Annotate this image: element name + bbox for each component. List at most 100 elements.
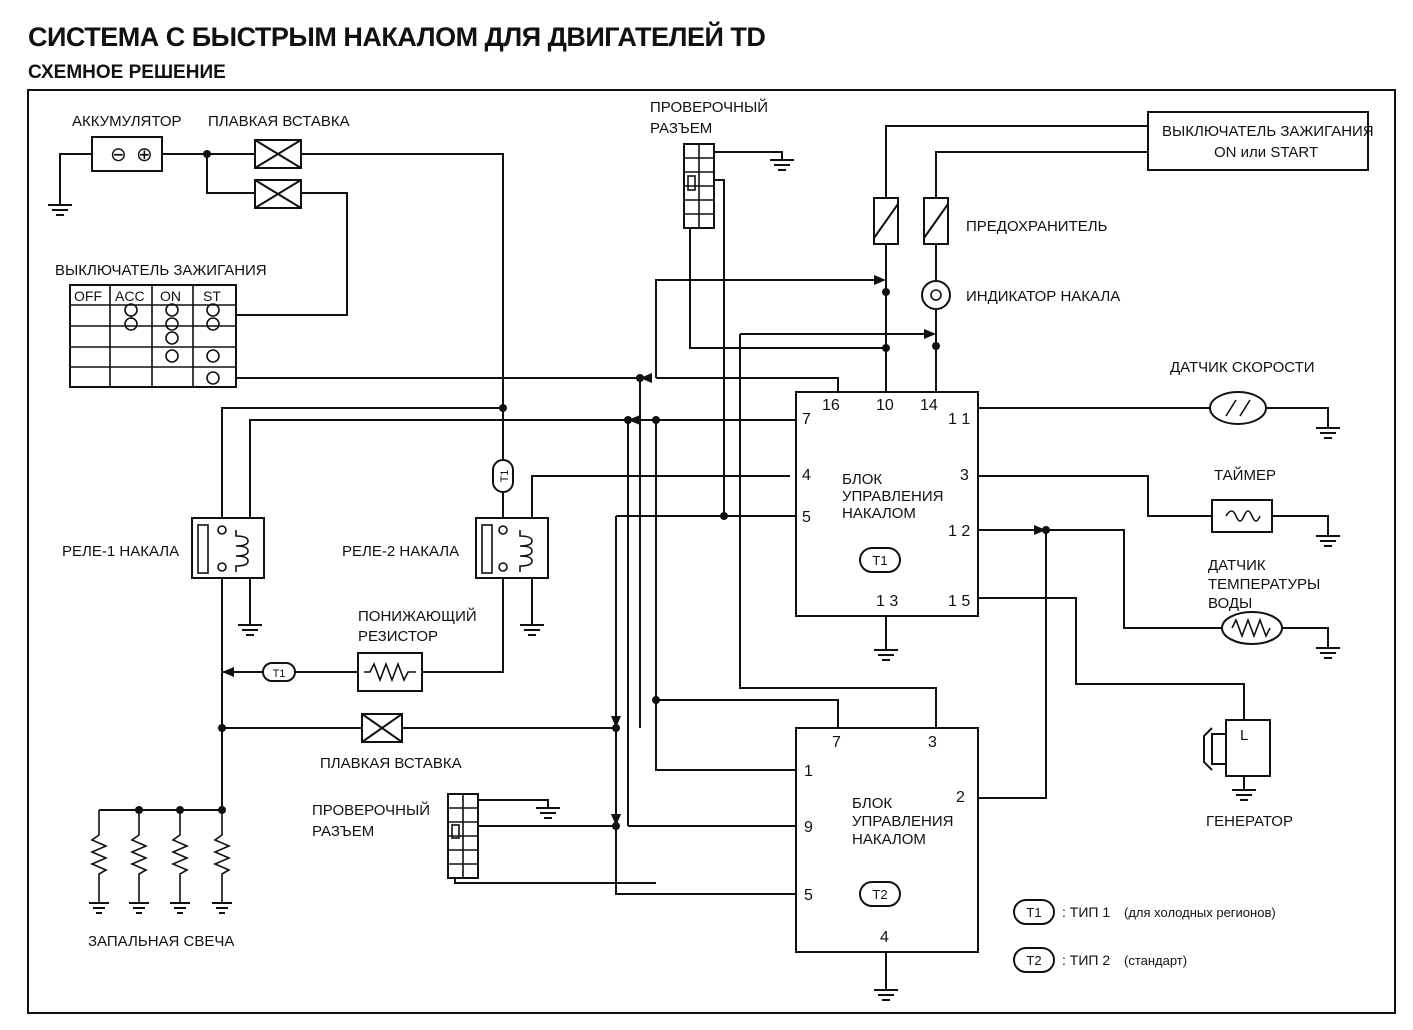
svg-text:T1: T1 — [872, 553, 887, 568]
svg-text:T2: T2 — [872, 887, 887, 902]
check-connector-top — [683, 143, 715, 229]
cu2-pin-5: 5 — [804, 887, 813, 904]
resistor-label-2: РЕЗИСТОР — [358, 628, 438, 645]
ground-icon — [1316, 647, 1340, 659]
cu1-badge: T1 — [859, 547, 901, 573]
cu1-pin-11: 1 1 — [948, 411, 970, 428]
ground-icon — [238, 624, 262, 636]
cu1-pin-12: 1 2 — [948, 523, 970, 540]
battery-minus-icon: ⊖ — [110, 144, 127, 166]
control-unit-2 — [795, 727, 979, 953]
ign-col-st: ST — [203, 288, 221, 304]
fuse-1 — [873, 197, 899, 245]
legend-t2-badge: T2 — [1026, 953, 1041, 968]
ignition-switch-table: OFF ACC ON ST — [69, 284, 237, 388]
cu1-pin-4: 4 — [802, 467, 811, 484]
cu1-pin-10: 10 — [876, 397, 894, 414]
fusible-link-bottom-label: ПЛАВКАЯ ВСТАВКА — [320, 755, 462, 772]
check-connector-top-label-2: РАЗЪЕМ — [650, 120, 712, 137]
ign-col-on: ON — [160, 288, 181, 304]
cu2-pin-7: 7 — [832, 734, 841, 751]
t1-badge-vertical: T1 — [492, 459, 514, 493]
dropping-resistor — [357, 652, 423, 692]
ground-icon — [874, 649, 898, 661]
cu2-pin-1: 1 — [804, 763, 813, 780]
glow-indicator-label: ИНДИКАТОР НАКАЛА — [966, 288, 1120, 305]
ground-icon — [1232, 789, 1256, 801]
page-title: СИСТЕМА С БЫСТРЫМ НАКАЛОМ ДЛЯ ДВИГАТЕЛЕЙ… — [28, 22, 766, 52]
ground-icon — [1316, 535, 1340, 547]
check-connector-top-label-1: ПРОВЕРОЧНЫЙ — [650, 98, 768, 116]
cu1-pin-5: 5 — [802, 509, 811, 526]
ign-on-start-label-1: ВЫКЛЮЧАТЕЛЬ ЗАЖИГАНИЯ — [1162, 123, 1374, 140]
ground-icon — [520, 624, 544, 636]
glow-plug-label: ЗАПАЛЬНАЯ СВЕЧА — [88, 933, 234, 950]
ign-col-acc: ACC — [115, 288, 145, 304]
fuse-2 — [923, 197, 949, 245]
ground-icon — [770, 159, 794, 171]
cu2-pin-3: 3 — [928, 734, 937, 751]
cu2-pin-2: 2 — [956, 789, 965, 806]
fusible-link-3 — [361, 713, 403, 743]
battery-plus-icon: ⊕ — [136, 144, 153, 166]
diagram-frame — [27, 89, 1396, 1014]
legend-t1: T1 : ТИП 1 (для холодных регионов) — [1013, 899, 1276, 925]
cu2-badge: T2 — [859, 881, 901, 907]
cu1-label-2: УПРАВЛЕНИЯ — [842, 488, 943, 505]
check-connector-bottom-label-1: ПРОВЕРОЧНЫЙ — [312, 801, 430, 819]
ground-icon — [48, 204, 72, 216]
water-temp-sensor — [1221, 611, 1283, 645]
check-connector-bottom-label-2: РАЗЪЕМ — [312, 823, 374, 840]
legend-t2: T2 : ТИП 2 (стандарт) — [1013, 947, 1187, 973]
speed-sensor-label: ДАТЧИК СКОРОСТИ — [1170, 359, 1315, 376]
legend-t2-detail: (стандарт) — [1124, 953, 1187, 968]
cu2-label-3: НАКАЛОМ — [852, 831, 926, 848]
ground-icon — [1316, 427, 1340, 439]
relay-2-label: РЕЛЕ-2 НАКАЛА — [342, 543, 459, 560]
cu2-label-2: УПРАВЛЕНИЯ — [852, 813, 953, 830]
glow-plugs — [89, 810, 232, 914]
resistor-label-1: ПОНИЖАЮЩИЙ — [358, 607, 477, 625]
speed-sensor — [1209, 391, 1267, 425]
legend-t1-detail: (для холодных регионов) — [1124, 905, 1276, 920]
generator — [1203, 719, 1271, 777]
water-temp-label-3: ВОДЫ — [1208, 595, 1252, 612]
legend-t2-type: : ТИП 2 — [1062, 952, 1110, 968]
ign-col-off: OFF — [74, 288, 102, 304]
timer-label: ТАЙМЕР — [1214, 466, 1276, 484]
cu1-pin-15: 1 5 — [948, 593, 970, 610]
battery: ⊖ ⊕ — [91, 136, 163, 172]
ground-icon — [536, 807, 560, 819]
cu1-pin-3: 3 — [960, 467, 969, 484]
generator-l-label: L — [1240, 727, 1248, 744]
cu1-label-3: НАКАЛОМ — [842, 505, 916, 522]
svg-text:T1: T1 — [499, 470, 511, 483]
cu1-pin-14: 14 — [920, 397, 938, 414]
svg-text:T1: T1 — [273, 668, 286, 680]
ignition-on-start-box — [1147, 111, 1369, 171]
ground-icon — [874, 989, 898, 1001]
glow-indicator-lamp — [921, 280, 951, 310]
fusible-link-2 — [254, 179, 302, 209]
cu1-pin-7: 7 — [802, 411, 811, 428]
water-temp-label-1: ДАТЧИК — [1208, 557, 1266, 574]
fuse-label: ПРЕДОХРАНИТЕЛЬ — [966, 218, 1108, 235]
page-subtitle: СХЕМНОЕ РЕШЕНИЕ — [28, 62, 226, 83]
legend-t1-badge: T1 — [1026, 905, 1041, 920]
check-connector-bottom — [447, 793, 479, 879]
ign-on-start-label-2: ON или START — [1214, 144, 1318, 161]
t1-badge: T1 — [262, 662, 296, 682]
timer — [1211, 499, 1273, 533]
glow-relay-2 — [475, 517, 549, 579]
cu1-pin-16: 16 — [822, 397, 840, 414]
cu1-pin-13: 1 3 — [876, 593, 898, 610]
relay-1-label: РЕЛЕ-1 НАКАЛА — [62, 543, 179, 560]
fusible-link-1 — [254, 139, 302, 169]
cu2-label-1: БЛОК — [852, 795, 892, 812]
ignition-switch-label: ВЫКЛЮЧАТЕЛЬ ЗАЖИГАНИЯ — [55, 262, 267, 279]
battery-label: АККУМУЛЯТОР — [72, 113, 182, 130]
legend-t1-type: : ТИП 1 — [1062, 904, 1110, 920]
water-temp-label-2: ТЕМПЕРАТУРЫ — [1208, 576, 1320, 593]
control-unit-1 — [795, 391, 979, 617]
